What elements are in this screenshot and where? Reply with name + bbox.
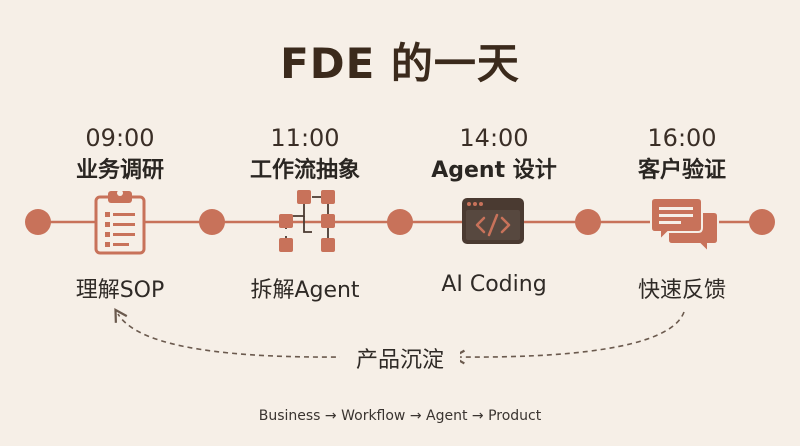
workflow-node xyxy=(279,214,293,228)
stage-4-title: 客户验证 xyxy=(637,158,726,183)
stage-2-title: 工作流抽象 xyxy=(249,158,360,183)
page-title: FDE 的一天 xyxy=(280,39,520,88)
code-window-icon xyxy=(462,198,524,244)
stage-2-time: 11:00 xyxy=(270,124,340,152)
stage-1-task: 理解SOP xyxy=(75,278,165,303)
workflow-node xyxy=(321,190,335,204)
stage-2-task: 拆解Agent xyxy=(250,278,360,303)
footer-flow: Business → Workflow → Agent → Product xyxy=(258,408,542,424)
loop-label: 产品沉淀 xyxy=(340,342,460,374)
clipboard-icon xyxy=(94,190,146,255)
stage-3-title: Agent 设计 xyxy=(431,158,557,183)
chat-bubbles-icon xyxy=(650,197,719,255)
stage-1-title: 业务调研 xyxy=(75,158,164,183)
loop-arrow-right xyxy=(450,311,685,365)
stage-3-time: 14:00 xyxy=(459,124,529,152)
timeline-node-1 xyxy=(199,209,225,235)
stage-3-task: AI Coding xyxy=(441,272,547,297)
stage-4-task: 快速反馈 xyxy=(637,278,726,303)
workflow-node xyxy=(321,214,335,228)
stage-1-time: 09:00 xyxy=(85,124,155,152)
loop-arrow-left xyxy=(114,307,346,358)
workflow-node xyxy=(297,190,311,204)
timeline-node-end xyxy=(749,209,775,235)
timeline-node-3 xyxy=(575,209,601,235)
timeline-node-2 xyxy=(387,209,413,235)
workflow-node xyxy=(279,238,293,252)
timeline-node-start xyxy=(25,209,51,235)
workflow-node xyxy=(321,238,335,252)
stage-4-time: 16:00 xyxy=(647,124,717,152)
